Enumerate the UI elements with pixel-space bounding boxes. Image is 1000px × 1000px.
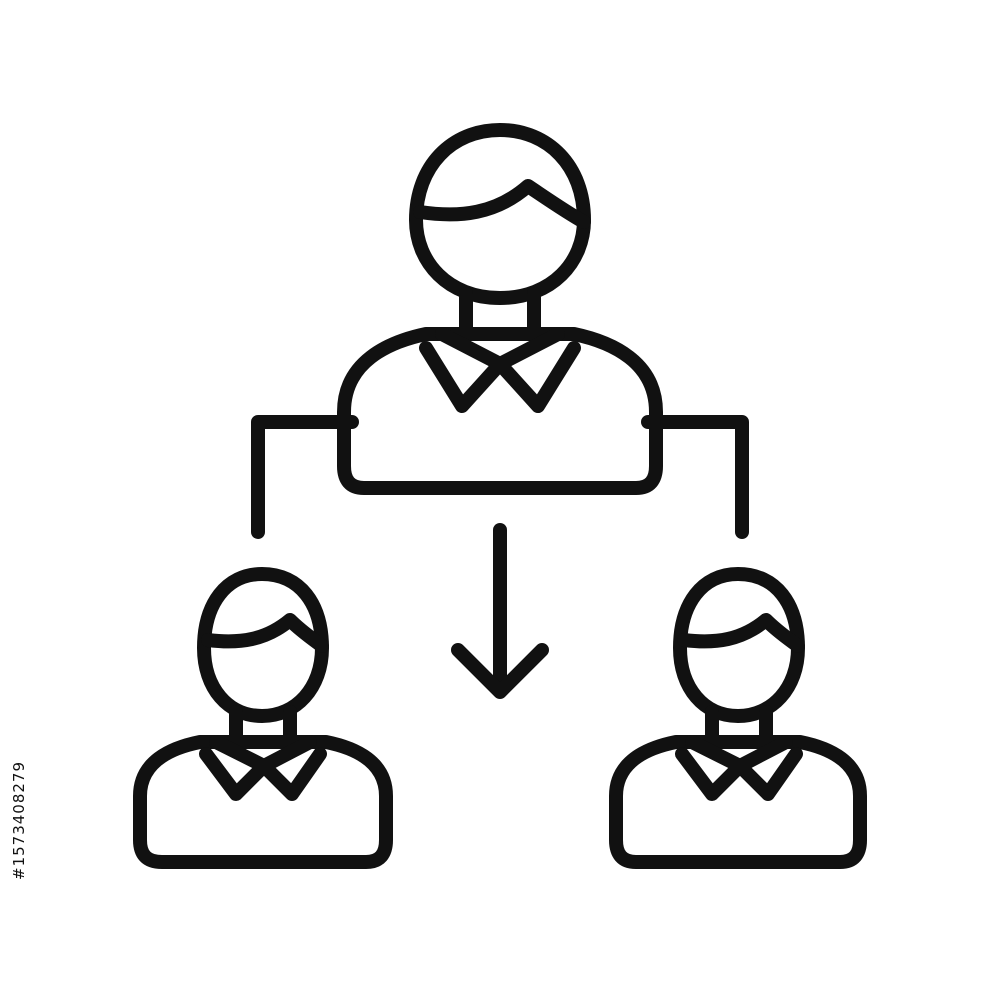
subordinate-left-body bbox=[133, 735, 393, 869]
manager-neck bbox=[459, 287, 541, 337]
arrow-down-icon bbox=[451, 523, 549, 699]
manager-person-icon bbox=[337, 123, 663, 495]
subordinate-right-person-icon bbox=[609, 567, 867, 869]
manager-head bbox=[409, 123, 591, 305]
manager-body bbox=[337, 327, 663, 495]
subordinate-left-person-icon bbox=[133, 567, 393, 869]
subordinate-left-hair bbox=[201, 613, 329, 653]
subordinate-right-head bbox=[673, 567, 805, 723]
manager-hair bbox=[413, 179, 591, 229]
stock-image-id: #157340827­9 bbox=[10, 760, 28, 880]
manager-collar bbox=[419, 327, 581, 413]
subordinate-right-body bbox=[609, 735, 867, 869]
subordinate-left-head bbox=[197, 567, 329, 723]
subordinate-right-hair bbox=[677, 613, 805, 653]
subordinate-right-collar bbox=[675, 735, 803, 801]
connector-left bbox=[251, 415, 359, 539]
connector-right bbox=[641, 415, 749, 539]
subordinate-left-collar bbox=[199, 735, 327, 801]
